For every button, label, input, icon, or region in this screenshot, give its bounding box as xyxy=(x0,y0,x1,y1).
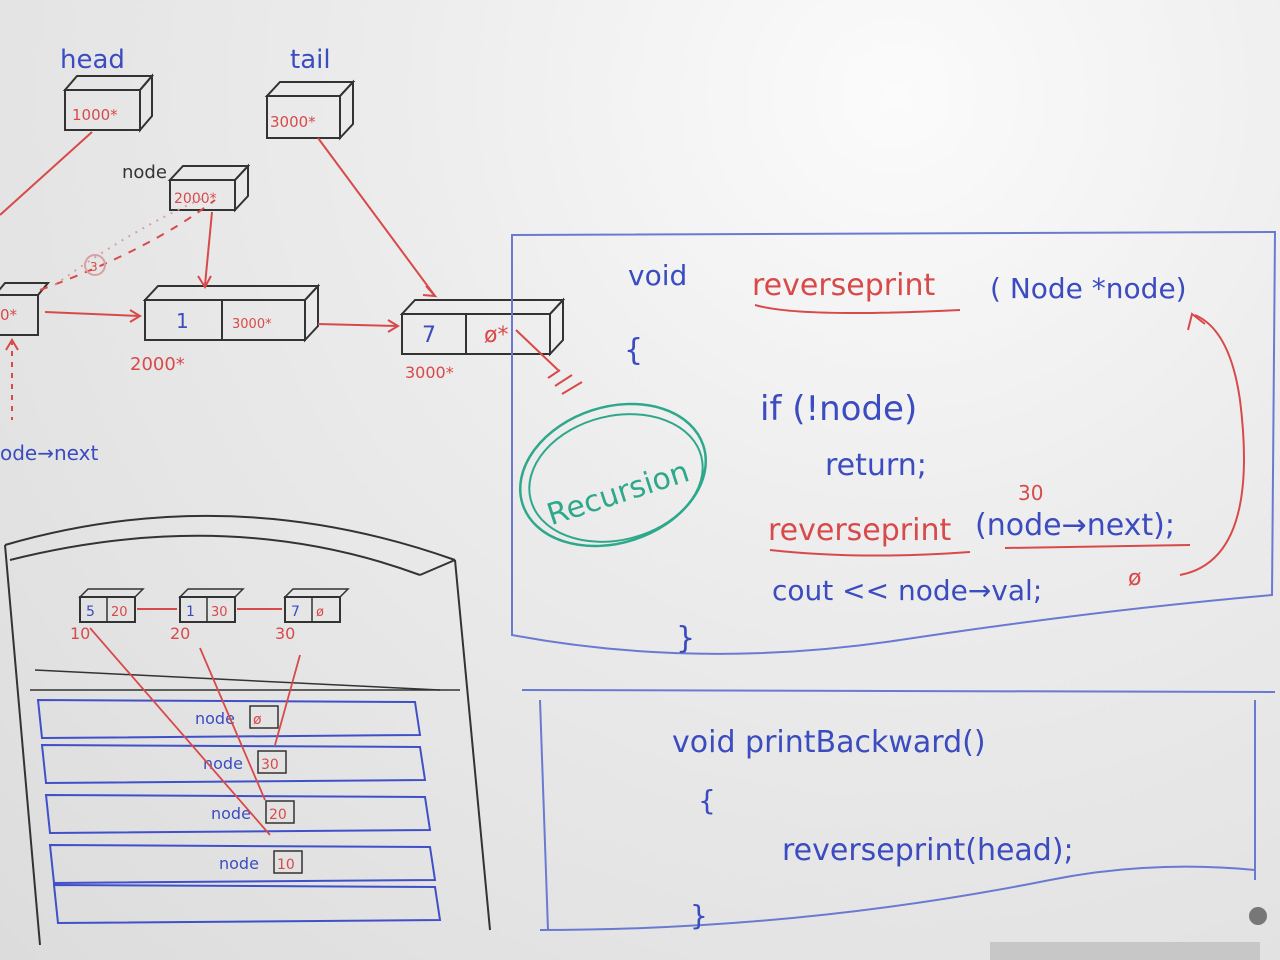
mini-list-value: 1 xyxy=(186,604,195,620)
call-annotation: 30 xyxy=(1018,481,1043,505)
code-line-cout: cout << node→val; xyxy=(772,574,1042,607)
frame-label: node xyxy=(211,804,251,823)
right-node: 7 ø* 3000* xyxy=(399,297,566,382)
head-value: 1000* xyxy=(72,106,118,124)
tail-box: 3000* xyxy=(264,79,356,141)
middle-node-val: 1 xyxy=(176,309,189,333)
stack-frame-slab xyxy=(40,743,427,785)
mini-list-address: 30 xyxy=(275,624,295,643)
sig-void: void xyxy=(628,259,687,292)
frame-value: 10 xyxy=(277,857,295,873)
mini-list-value: 7 xyxy=(291,604,300,620)
frame-pointer-arrow xyxy=(89,627,271,836)
pointer-arrows xyxy=(0,131,583,420)
tail-label: tail xyxy=(290,45,331,75)
middle-node: 1 3000* 2000* xyxy=(130,283,321,375)
node-box: 2000* xyxy=(167,163,251,213)
close-brace: } xyxy=(676,621,695,656)
node-next-label: ode→next xyxy=(0,441,98,465)
frame-value: ø xyxy=(253,712,262,728)
mini-list: 5 20 10 1 30 20 7 ø 30 xyxy=(70,588,350,643)
frame-label: node xyxy=(195,709,235,728)
mini-list-address: 20 xyxy=(170,624,190,643)
pb-signature: void printBackward() xyxy=(672,725,986,760)
printbackward-code-box: void printBackward() { reverseprint(head… xyxy=(521,689,1276,932)
cout-annotation: ø xyxy=(1128,566,1141,591)
left-node-value: 0* xyxy=(0,306,18,324)
mini-list-node: 1 30 20 xyxy=(170,588,245,643)
stack-frame: node 10 xyxy=(219,850,303,874)
mini-list-next: 30 xyxy=(211,605,228,620)
linked-list-diagram: head 1000* tail 3000* node 2000* 0* xyxy=(0,45,583,465)
stack-frame-slab xyxy=(52,883,442,925)
mini-list-next: 20 xyxy=(111,605,128,620)
whiteboard-tray xyxy=(990,942,1260,960)
frame-pointer-arrow xyxy=(199,647,266,801)
head-label: head xyxy=(60,45,125,75)
pb-close-brace: } xyxy=(690,899,708,932)
pb-call: reverseprint(head); xyxy=(782,833,1074,868)
node-value: 2000* xyxy=(174,191,217,207)
stack-frame-slab xyxy=(48,843,437,885)
right-node-null: ø* xyxy=(484,323,508,348)
mini-list-value: 5 xyxy=(86,604,95,620)
frame-label: node xyxy=(219,854,259,873)
right-node-address: 3000* xyxy=(405,363,454,382)
sig-function-name: reverseprint xyxy=(752,268,935,303)
stack-frame: node ø xyxy=(195,705,279,729)
frame-value: 30 xyxy=(261,757,279,773)
code-line-if: if (!node) xyxy=(760,389,917,429)
open-brace: { xyxy=(624,333,643,368)
stack-frame: node 20 xyxy=(211,800,295,824)
circled-number: 3 xyxy=(90,260,98,274)
board-screw xyxy=(1249,907,1267,925)
mini-list-node: 7 ø 30 xyxy=(275,588,350,643)
node-label: node xyxy=(122,162,167,183)
code-line-call-args: (node→next); xyxy=(975,508,1175,543)
pb-open-brace: { xyxy=(698,784,716,817)
mini-list-next: ø xyxy=(316,605,324,620)
reverseprint-code-box: void reverseprint ( Node *node) { if (!n… xyxy=(511,230,1277,656)
code-line-call-name: reverseprint xyxy=(768,513,951,548)
mini-list-address: 10 xyxy=(70,624,90,643)
sig-params: ( Node *node) xyxy=(990,272,1187,305)
stack-frame-slab xyxy=(44,793,432,835)
head-box: 1000* xyxy=(62,73,155,133)
right-node-val: 7 xyxy=(422,323,436,348)
recursion-note: Recursion xyxy=(518,402,708,548)
stack-frame-slab xyxy=(36,698,422,740)
frame-value: 20 xyxy=(269,807,287,823)
middle-node-next: 3000* xyxy=(232,317,272,332)
middle-node-address: 2000* xyxy=(130,354,185,375)
tail-value: 3000* xyxy=(270,113,316,131)
left-partial-node: 0* xyxy=(0,282,51,336)
frame-pointer-arrow xyxy=(274,654,301,746)
code-line-return: return; xyxy=(825,448,927,483)
mini-list-node: 5 20 10 xyxy=(70,588,145,643)
